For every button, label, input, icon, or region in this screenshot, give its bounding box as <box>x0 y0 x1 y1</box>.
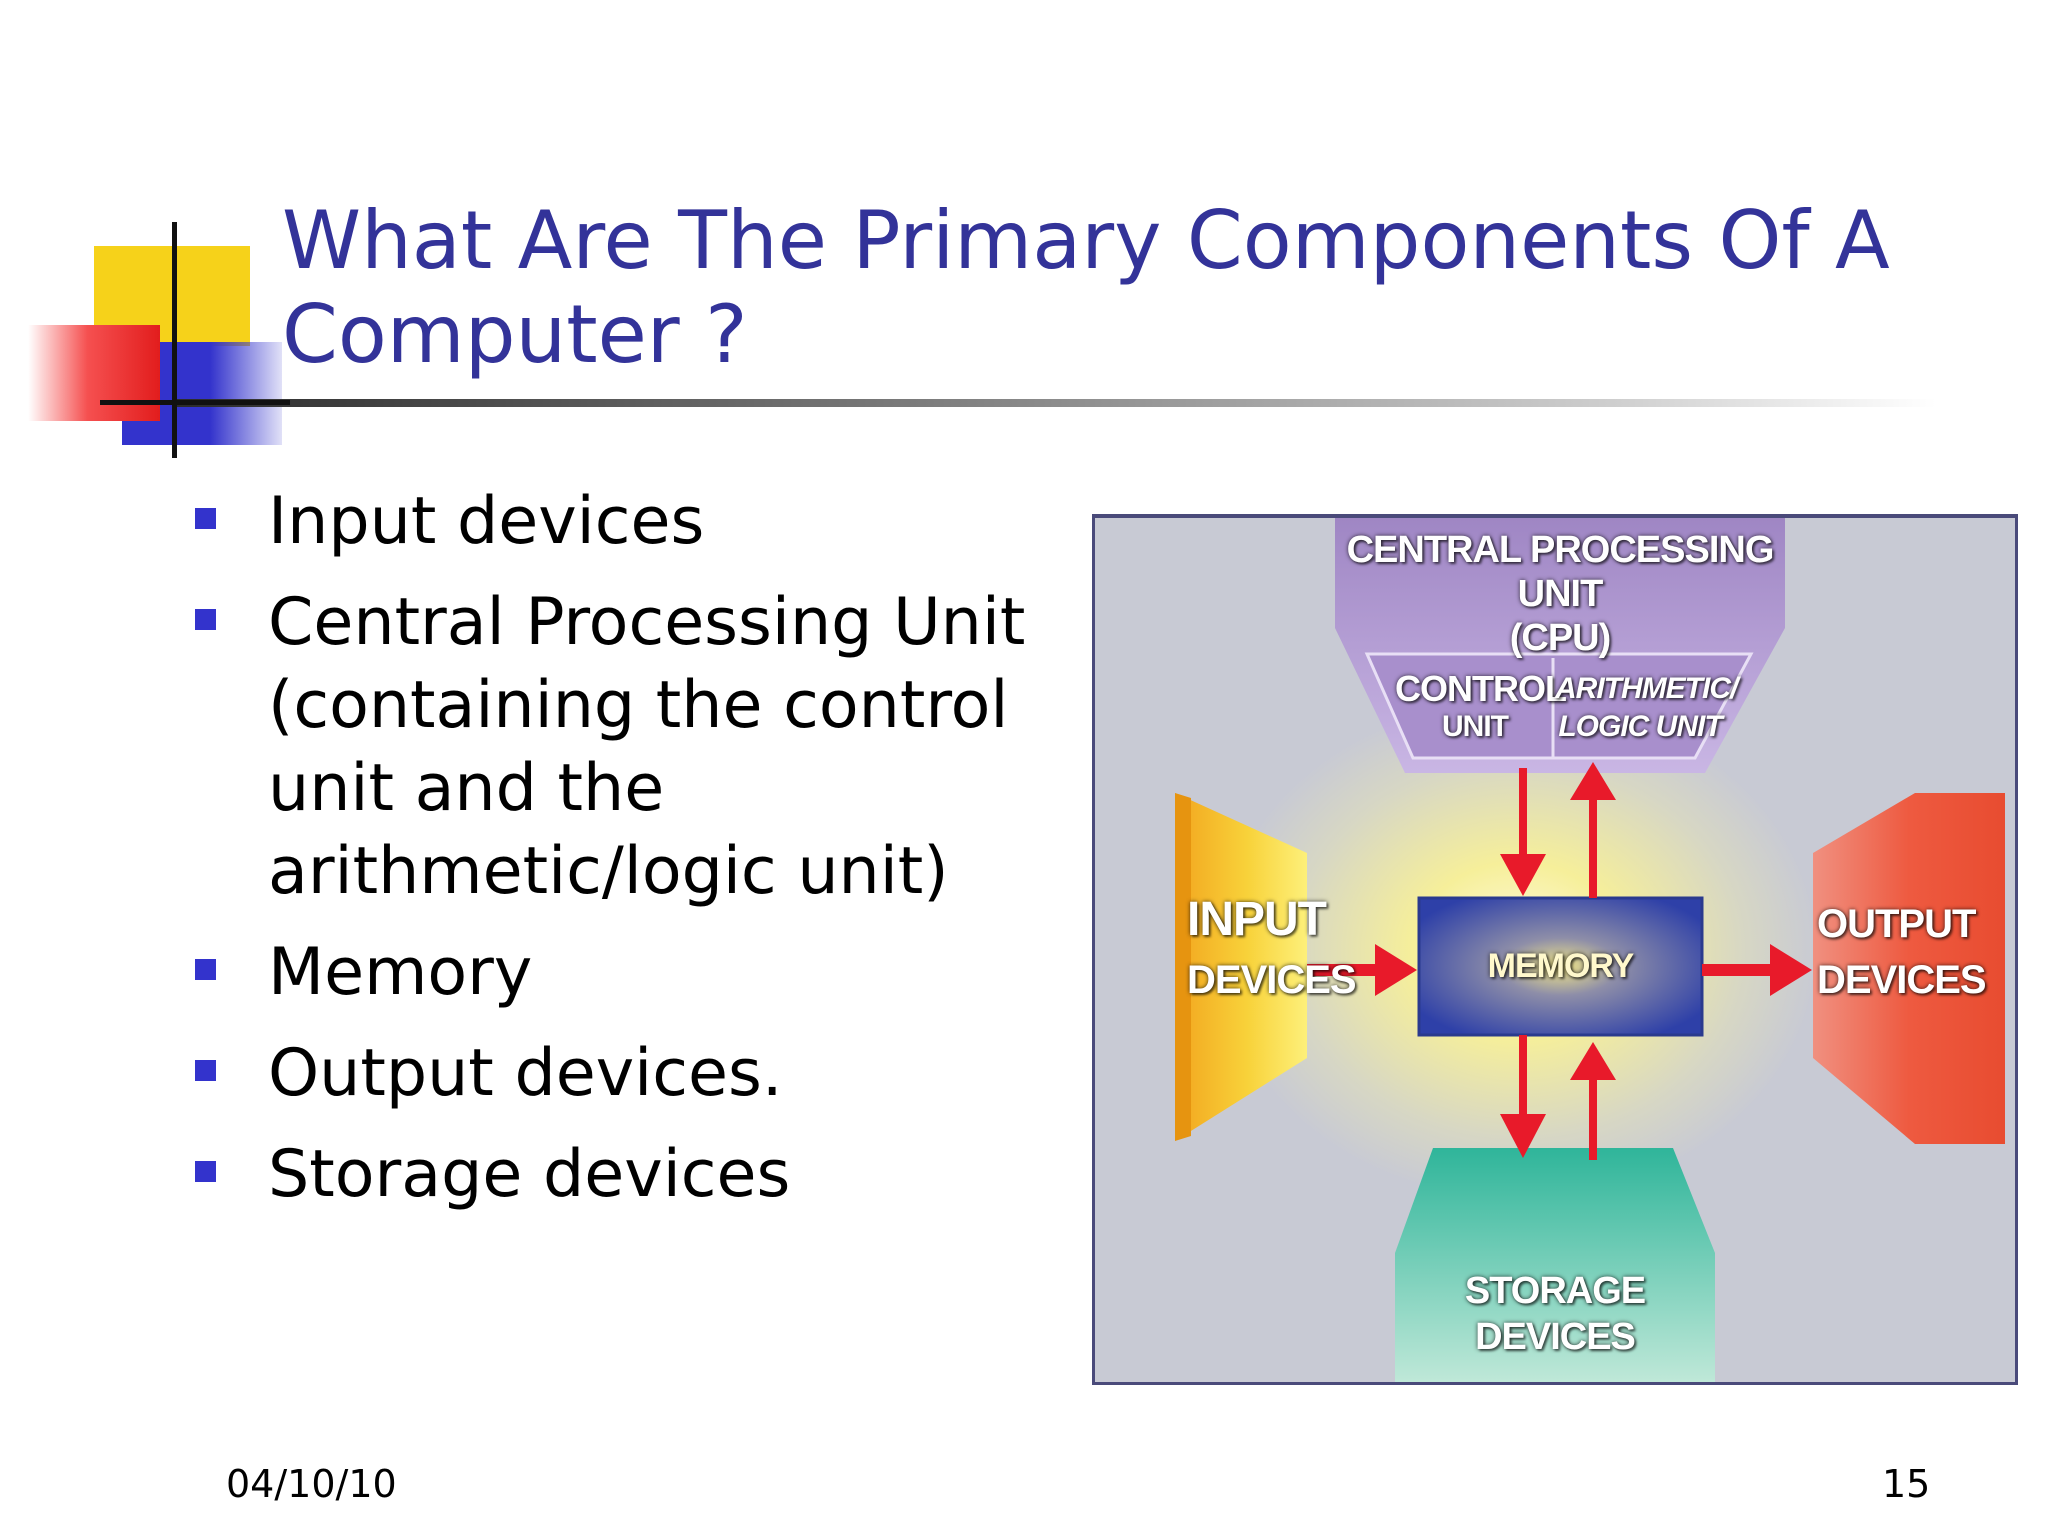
input-label-line-2: DEVICES <box>1187 958 1357 1002</box>
storage-devices-label: STORAGE DEVICES <box>1395 1268 1715 1360</box>
alu-label: ARITHMETIC/ LOGIC UNIT <box>1555 670 1738 746</box>
computer-components-diagram: CENTRAL PROCESSING UNIT (CPU) CONTROL UN… <box>1092 514 2018 1385</box>
alu-line-2: LOGIC UNIT <box>1558 710 1722 743</box>
bullet-item-memory: Memory <box>188 931 1088 1014</box>
bullet-text: Memory <box>268 935 533 1010</box>
logo-red-square <box>28 325 160 421</box>
slide-title-line-2: Computer ? <box>282 288 748 381</box>
bullet-text: Storage devices <box>268 1137 791 1212</box>
page-number: 15 <box>1882 1462 1931 1506</box>
control-unit-line-1: CONTROL <box>1395 668 1567 709</box>
footer-date: 04/10/10 <box>226 1462 397 1506</box>
cpu-title-line-2: (CPU) <box>1509 617 1612 659</box>
control-unit-label: CONTROL UNIT <box>1395 668 1567 746</box>
bullet-text: Input devices <box>268 484 705 559</box>
bullet-item-input-devices: Input devices <box>188 480 1088 563</box>
cpu-title-line-1: CENTRAL PROCESSING UNIT <box>1346 529 1775 615</box>
bullet-item-cpu: Central Processing Unit (containing the … <box>188 581 1088 913</box>
storage-label-line-1: STORAGE <box>1464 1270 1646 1312</box>
output-label-line-2: DEVICES <box>1817 958 1987 1002</box>
bullet-list: Input devices Central Processing Unit (c… <box>188 480 1088 1234</box>
alu-line-1: ARITHMETIC/ <box>1555 672 1738 705</box>
bullet-square-icon <box>195 959 216 980</box>
bullet-item-output-devices: Output devices. <box>188 1032 1088 1115</box>
bullet-square-icon <box>195 1060 216 1081</box>
logo-horizontal-line <box>100 400 290 405</box>
memory-label: MEMORY <box>1487 947 1635 985</box>
bullet-item-storage-devices: Storage devices <box>188 1133 1088 1216</box>
output-devices-block <box>1813 793 2005 1144</box>
bullet-square-icon <box>195 508 216 529</box>
storage-label-line-2: DEVICES <box>1475 1316 1636 1358</box>
bullet-text: Central Processing Unit (containing the … <box>268 585 1026 909</box>
cpu-inner-panel <box>1364 652 1754 760</box>
cpu-title-label: CENTRAL PROCESSING UNIT (CPU) <box>1335 528 1785 660</box>
input-devices-label: INPUT DEVICES <box>1187 890 1357 1010</box>
bullet-square-icon <box>195 609 216 630</box>
slide-title: What Are The Primary Components Of A Com… <box>282 194 2002 382</box>
diagram-graphics <box>1175 518 2005 1382</box>
slide-title-line-1: What Are The Primary Components Of A <box>282 194 1890 287</box>
memory-block <box>1417 896 1704 1037</box>
input-devices-block <box>1175 793 1307 1141</box>
data-flow-arrows <box>1307 762 1812 1160</box>
input-label-line-1: INPUT <box>1187 893 1327 946</box>
bullet-text: Output devices. <box>268 1036 783 1111</box>
storage-devices-block <box>1395 1148 1715 1382</box>
output-devices-label: OUTPUT DEVICES <box>1817 896 1987 1008</box>
title-underline <box>176 399 1936 407</box>
input-block-edge <box>1175 793 1191 1141</box>
logo-vertical-line <box>172 222 177 458</box>
control-unit-line-2: UNIT <box>1442 710 1509 743</box>
bullet-square-icon <box>195 1161 216 1182</box>
output-label-line-1: OUTPUT <box>1817 902 1976 946</box>
